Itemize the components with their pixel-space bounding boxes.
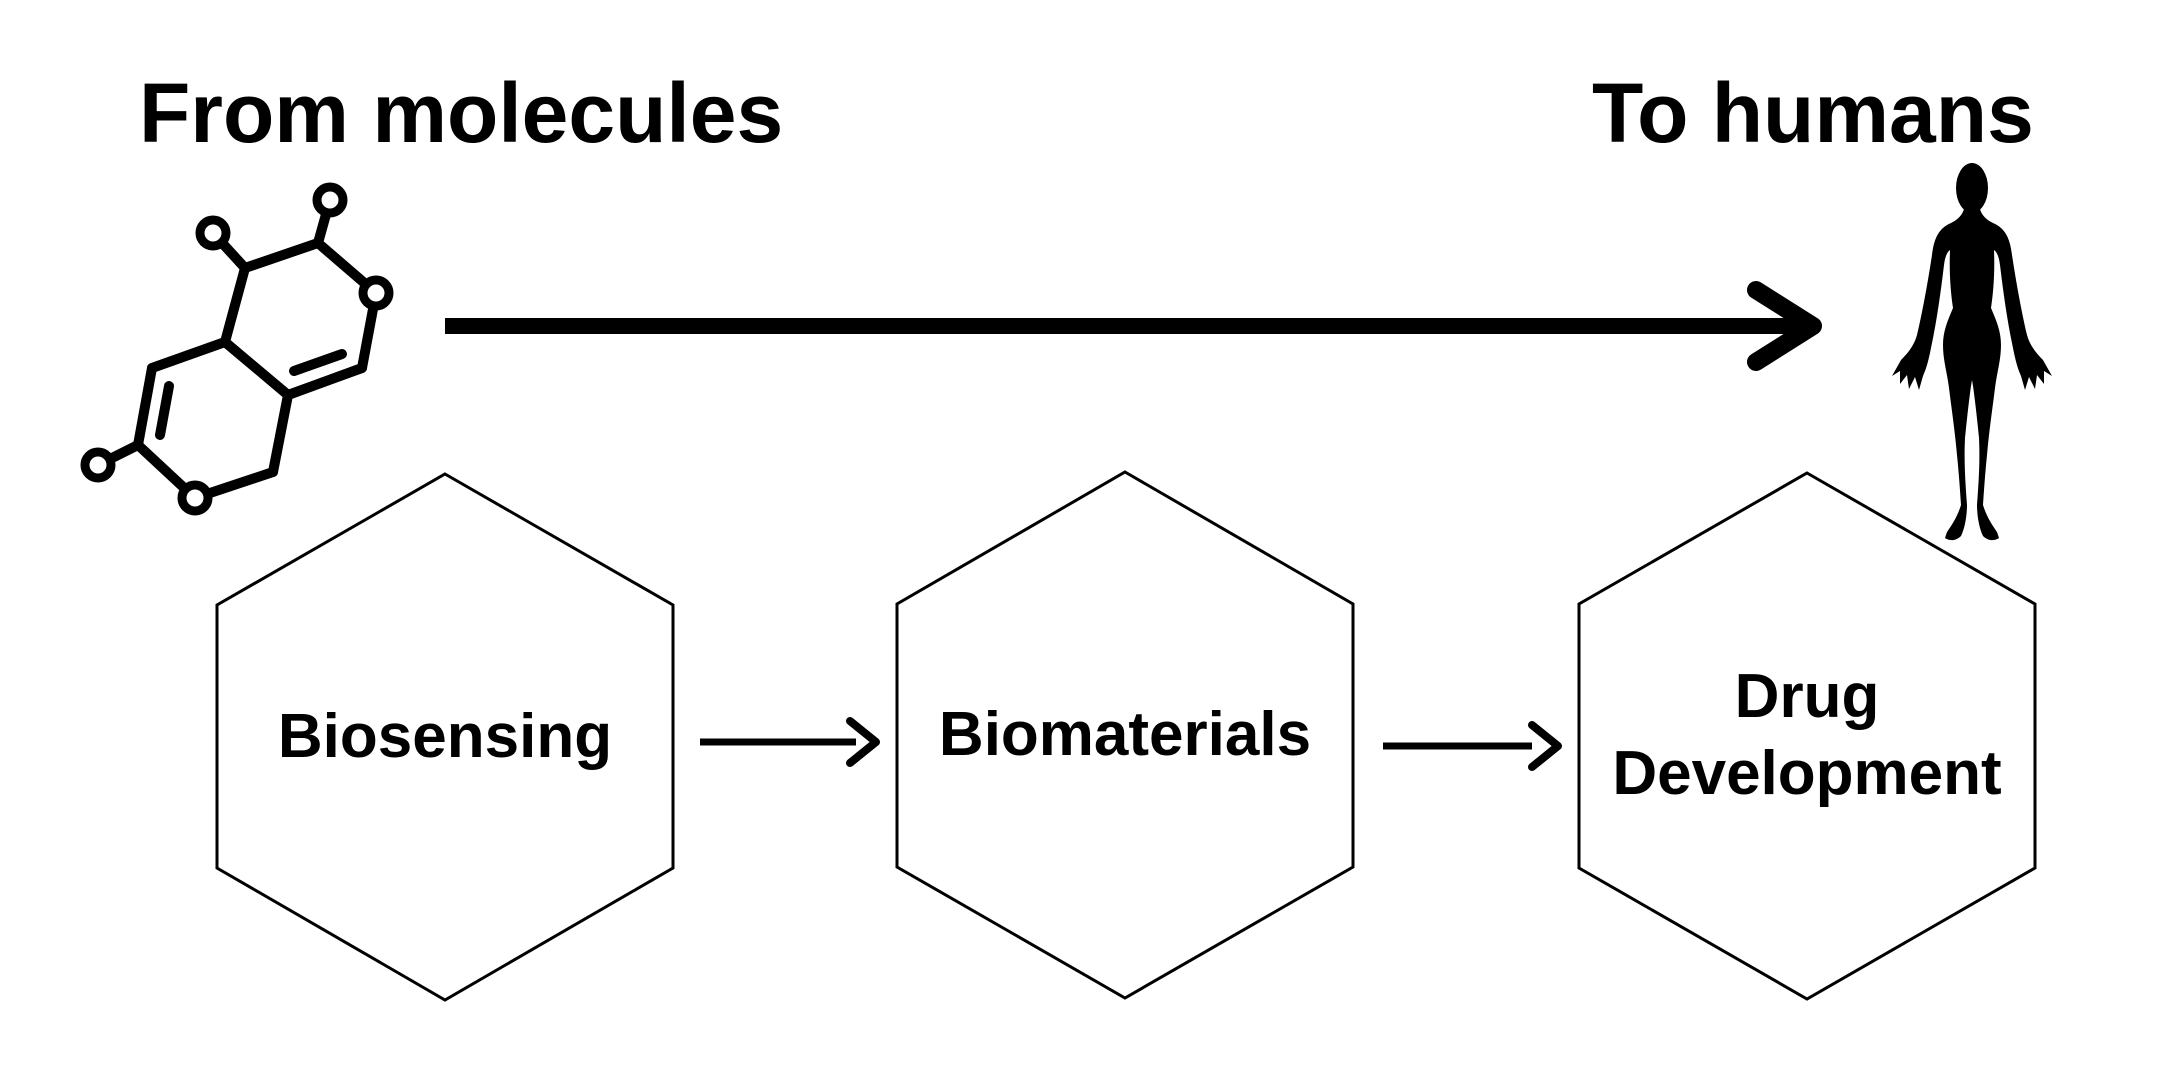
heading-to-humans: To humans xyxy=(1592,66,2034,160)
molecule-icon xyxy=(80,182,394,516)
step-label-line: Development xyxy=(1612,739,2002,808)
atom-circle xyxy=(312,182,348,218)
atom-circle xyxy=(358,275,394,311)
main-arrowhead-icon xyxy=(1747,281,1822,371)
label-biosensing: Biosensing xyxy=(217,474,673,1000)
step-label: Biomaterials xyxy=(938,699,1312,769)
main-arrow xyxy=(445,281,1822,371)
step-arrow-2 xyxy=(1383,721,1562,771)
atom-circle xyxy=(177,480,213,516)
hexagon-biosensing xyxy=(215,472,675,1002)
heading-from-molecules: From molecules xyxy=(139,66,784,160)
atom-circle xyxy=(80,447,116,483)
atom-circle xyxy=(195,215,231,251)
human-silhouette-icon xyxy=(1892,163,2052,541)
hexagon-drug-development xyxy=(1577,471,2037,1001)
label-biomaterials: Biomaterials xyxy=(897,472,1353,998)
hexagon-biomaterials xyxy=(895,470,1355,1000)
step-arrow-1 xyxy=(700,717,880,767)
step-label-line: Drug xyxy=(1734,662,1880,732)
label-drug-development: Drug Development xyxy=(1579,473,2035,999)
step-label: Biosensing xyxy=(277,701,613,771)
